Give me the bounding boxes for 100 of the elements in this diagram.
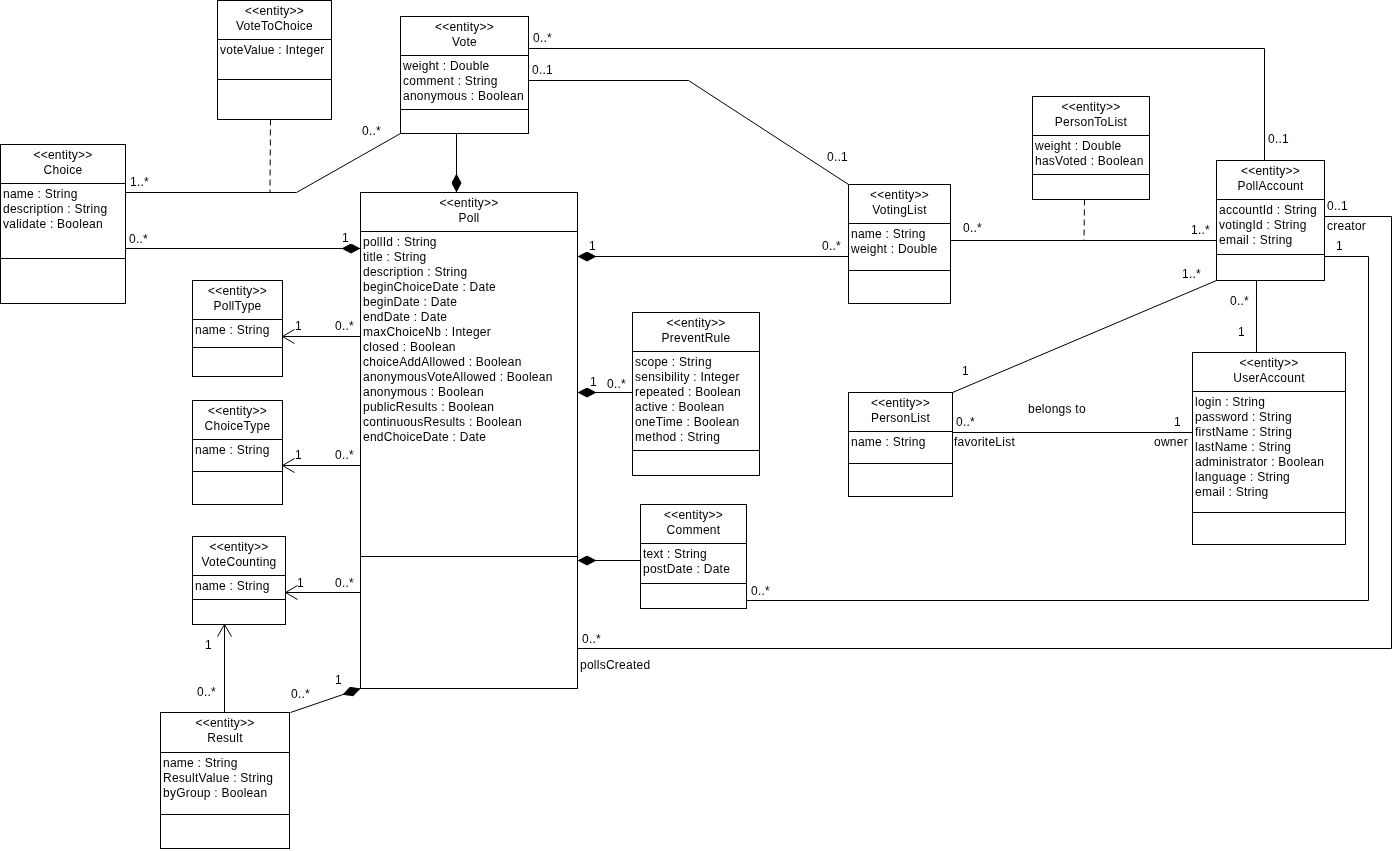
class-name: UserAccount <box>1233 371 1305 386</box>
attribute-text: method : String <box>635 430 721 445</box>
association-line <box>1256 280 1257 353</box>
attribute-text: votingId : String <box>1219 218 1307 233</box>
navigable-association-arrow <box>282 329 361 344</box>
association-class-link <box>1083 199 1085 241</box>
multiplicity-label: 0..* <box>963 222 982 235</box>
stereotype-label: <<entity>> <box>244 4 305 19</box>
multiplicity-label: 0..* <box>362 125 381 138</box>
class-name: Poll <box>458 211 480 226</box>
class-name: Comment <box>666 523 721 538</box>
role-name: owner <box>1154 436 1188 449</box>
attribute-text: comment : String <box>403 74 498 89</box>
stereotype-label: <<entity>> <box>1061 100 1121 115</box>
attribute-text: repeated : Boolean <box>635 385 741 400</box>
entity-class-box <box>192 536 286 625</box>
multiplicity-label: 1..* <box>1191 224 1210 237</box>
multiplicity-label: 1..* <box>130 176 149 189</box>
attribute-text: hasVoted : Boolean <box>1035 154 1144 169</box>
attribute-text: pollId : String <box>363 235 437 250</box>
composition-line <box>125 243 361 254</box>
attribute-text: maxChoiceNb : Integer <box>363 325 491 340</box>
multiplicity-label: 0..* <box>956 416 975 429</box>
class-name: PreventRule <box>661 331 731 346</box>
multiplicity-label: 1 <box>1174 416 1181 429</box>
association-line <box>577 216 1392 649</box>
multiplicity-label: 0..* <box>335 577 354 590</box>
multiplicity-label: 1 <box>589 240 596 253</box>
multiplicity-label: 0..* <box>822 240 841 253</box>
navigable-association-arrow <box>285 585 361 600</box>
attribute-text: text : String <box>643 547 707 562</box>
composition-line <box>451 133 462 193</box>
class-name: Result <box>207 731 243 746</box>
multiplicity-label: 0..* <box>751 585 770 598</box>
class-name: VoteToChoice <box>235 19 314 34</box>
entity-class-box <box>632 312 760 476</box>
association-line <box>950 240 1217 241</box>
multiplicity-label: 0..* <box>607 378 626 391</box>
stereotype-label: <<entity>> <box>207 284 268 299</box>
attribute-text: name : String <box>195 323 270 338</box>
multiplicity-label: 1..* <box>1182 268 1201 281</box>
multiplicity-label: 0..1 <box>1327 200 1348 213</box>
attribute-text: name : String <box>851 435 926 450</box>
class-name: PollType <box>213 299 262 314</box>
attribute-text: email : String <box>1219 233 1293 248</box>
multiplicity-label: 1 <box>295 449 302 462</box>
attribute-text: postDate : Date <box>643 562 731 577</box>
attribute-text: weight : Double <box>851 242 938 257</box>
attribute-text: lastName : String <box>1195 440 1292 455</box>
stereotype-label: <<entity>> <box>663 508 724 523</box>
multiplicity-label: 1 <box>205 639 212 652</box>
class-name: PersonList <box>870 411 931 426</box>
multiplicity-label: 1 <box>590 376 597 389</box>
navigable-association-arrow <box>282 458 361 473</box>
attribute-text: ResultValue : String <box>163 771 274 786</box>
association-line <box>746 256 1369 601</box>
attribute-text: anonymous : Boolean <box>363 385 484 400</box>
attribute-text: description : String <box>363 265 468 280</box>
association-line <box>125 133 401 193</box>
multiplicity-label: 1 <box>342 232 349 245</box>
attribute-text: beginChoiceDate : Date <box>363 280 496 295</box>
entity-class-box <box>640 504 747 609</box>
attribute-text: scope : String <box>635 355 712 370</box>
class-name: Vote <box>452 35 477 50</box>
entity-class-box <box>360 192 578 689</box>
entity-class-box <box>848 392 953 497</box>
composition-line <box>577 555 641 566</box>
attribute-text: name : String <box>195 579 270 594</box>
multiplicity-label: 0..* <box>1230 295 1249 308</box>
stereotype-label: <<entity>> <box>434 20 495 35</box>
entity-class-box <box>848 184 951 304</box>
attribute-text: weight : Double <box>1035 139 1122 154</box>
association-line <box>952 280 1217 393</box>
attribute-text: endChoiceDate : Date <box>363 430 487 445</box>
attribute-text: anonymous : Boolean <box>403 89 524 104</box>
attribute-text: beginDate : Date <box>363 295 458 310</box>
attribute-text: title : String <box>363 250 427 265</box>
entity-class-box <box>400 16 529 134</box>
multiplicity-label: 0..1 <box>827 151 848 164</box>
association-line <box>528 48 1265 161</box>
class-name: Choice <box>43 163 83 178</box>
attribute-text: anonymousVoteAllowed : Boolean <box>363 370 553 385</box>
attribute-text: closed : Boolean <box>363 340 456 355</box>
edge-label: belongs to <box>1028 403 1086 416</box>
multiplicity-label: 0..* <box>291 688 310 701</box>
attribute-text: choiceAddAllowed : Boolean <box>363 355 522 370</box>
multiplicity-label: 0..* <box>335 449 354 462</box>
attribute-text: endDate : Date <box>363 310 448 325</box>
entity-class-box <box>160 712 290 849</box>
multiplicity-label: 1 <box>295 320 302 333</box>
association-class-link <box>269 119 271 193</box>
multiplicity-label: 1 <box>1238 326 1245 339</box>
attribute-text: language : String <box>1195 470 1290 485</box>
entity-class-box <box>1032 96 1150 200</box>
attribute-text: continuousResults : Boolean <box>363 415 522 430</box>
stereotype-label: <<entity>> <box>209 540 269 555</box>
multiplicity-label: 0..1 <box>1268 133 1289 146</box>
attribute-text: validate : Boolean <box>3 217 103 232</box>
attribute-text: voteValue : Integer <box>220 43 325 58</box>
multiplicity-label: 0..* <box>582 633 601 646</box>
